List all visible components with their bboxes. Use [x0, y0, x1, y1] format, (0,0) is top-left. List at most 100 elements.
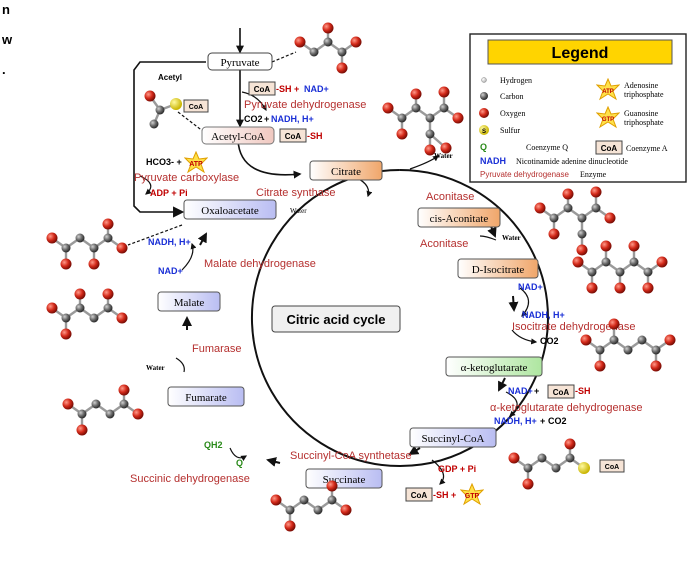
coa-sh-acetyl: CoA -SH: [279, 128, 323, 143]
carbon-atom: [623, 345, 633, 355]
oxygen-atom: [534, 202, 546, 214]
nad-curve: [241, 91, 267, 112]
nad-malate: NAD+: [158, 266, 183, 276]
enzyme-succinyl-coa-synthetase: Succinyl-CoA synthetase: [290, 450, 412, 462]
carbon-atom: [299, 495, 309, 505]
svg-text:GTP: GTP: [602, 117, 614, 123]
svg-text:CoA: CoA: [601, 144, 618, 153]
oxygen-atom: [270, 494, 282, 506]
svg-text:α-ketoglutarate: α-ketoglutarate: [461, 362, 528, 374]
oxygen-atom: [562, 188, 574, 200]
coenzyme-q-symbol: Q: [480, 142, 487, 152]
malate-box: Malate: [157, 291, 221, 312]
oxygen-atom: [590, 186, 602, 198]
svg-text:Sulfur: Sulfur: [500, 126, 520, 135]
svg-text:Enzyme: Enzyme: [580, 170, 607, 179]
carbon-atom: [411, 103, 421, 113]
carbon-atom: [425, 113, 435, 123]
pyruvate-molecule: [294, 22, 362, 74]
svg-text:triphosphate: triphosphate: [624, 90, 664, 99]
water-out-curve-2: [409, 155, 439, 170]
succinyl-coa-box: Succinyl-CoA: [409, 427, 497, 448]
carbon-atom: [149, 119, 159, 129]
oxygen-atom: [656, 256, 668, 268]
gdp-curve: [431, 459, 446, 485]
svg-text:Fumarate: Fumarate: [185, 392, 227, 404]
carboxylase-bypass-arrow: [133, 61, 206, 218]
sulfur-atom: [170, 98, 182, 110]
citrate-box: Citrate: [309, 160, 383, 181]
oxygen-atom: [144, 90, 156, 102]
atp-curve: [139, 175, 152, 195]
carbon-atom: [309, 47, 319, 57]
svg-text:Oxygen: Oxygen: [500, 109, 525, 118]
water-fumarase-curve: [175, 357, 185, 373]
enzyme-pyruvate-dehydrogenase: Pyruvate dehydrogenase: [244, 99, 366, 111]
oxygen-atom: [586, 282, 598, 294]
oxygen-atom: [424, 144, 436, 156]
adp-pi-label: ADP + Pi: [150, 188, 188, 198]
oxygen-atom: [336, 62, 348, 74]
svg-text:Coenzyme Q: Coenzyme Q: [526, 143, 568, 152]
succinate-box: Succinate: [305, 468, 383, 489]
carbon-atom: [549, 213, 559, 223]
water-in-curve: [479, 235, 497, 241]
enzyme-pyruvate-carboxylase: Pyruvate carboxylase: [134, 172, 239, 184]
enzyme-aconitase-1: Aconitase: [426, 191, 474, 203]
alpha-kg-molecule: [580, 318, 676, 372]
carbon-atom: [61, 313, 71, 323]
corner-text-1: n: [2, 2, 10, 17]
oxaloacetate-molecule: [46, 218, 128, 270]
coa-tag: [599, 459, 625, 473]
carbon-atom: [439, 103, 449, 113]
cycle-title: Citric acid cycle: [271, 305, 401, 333]
oxygen-atom: [614, 282, 626, 294]
svg-text:-SH: -SH: [307, 131, 323, 141]
oxygen-atom: [440, 142, 452, 154]
svg-text:Carbon: Carbon: [500, 92, 524, 101]
nad-isocitrate: NAD+: [518, 282, 543, 292]
hydrogen-icon: [481, 77, 487, 83]
oxygen-atom: [604, 212, 616, 224]
dashed-link: [127, 224, 183, 246]
sulfur-icon: [479, 125, 489, 135]
svg-text:Adenosine: Adenosine: [624, 81, 659, 90]
oxygen-atom: [46, 232, 58, 244]
svg-text:Hydrogen: Hydrogen: [500, 76, 532, 85]
fumarate-box: Fumarate: [167, 386, 245, 407]
cycle-arrow: [498, 377, 508, 392]
carbon-atom: [577, 229, 587, 239]
svg-text:+: +: [540, 416, 545, 426]
oxygen-atom: [60, 328, 72, 340]
legend-title: Legend: [552, 45, 609, 62]
carbon-atom: [595, 345, 605, 355]
carbon-atom: [587, 267, 597, 277]
carbon-atom: [643, 267, 653, 277]
oxygen-atom: [350, 36, 362, 48]
oxygen-atom: [326, 480, 338, 492]
carbon-atom: [565, 453, 575, 463]
oxaloacetate-box: Oxaloacetate: [183, 199, 277, 220]
oxygen-atom: [62, 398, 74, 410]
oxygen-atom: [664, 334, 676, 346]
carbon-atom: [591, 203, 601, 213]
svg-text:Coenzyme A: Coenzyme A: [626, 144, 668, 153]
water-aconitase-out: Water: [434, 152, 453, 160]
carbon-atom: [89, 243, 99, 253]
carbon-atom: [61, 243, 71, 253]
svg-text:CO2: CO2: [244, 114, 263, 124]
carbon-atom: [89, 313, 99, 323]
cycle-arrow: [508, 295, 519, 312]
enzyme-succinic-dehydrogenase: Succinic dehydrogenase: [130, 473, 250, 485]
gdp-pi-label: GDP + Pi: [438, 464, 476, 474]
svg-text:NADH, H+: NADH, H+: [494, 416, 537, 426]
oxygen-atom: [452, 112, 464, 124]
nadh-malate: NADH, H+: [148, 237, 191, 247]
enzyme-isocitrate-dehydrogenase: Isocitrate dehydrogenase: [512, 321, 636, 333]
acetyl-to-citrate-arrow: [237, 139, 302, 179]
carbon-atom: [155, 105, 165, 115]
co2-nadh-pyruvate: CO2 + NADH, H+: [244, 114, 314, 124]
